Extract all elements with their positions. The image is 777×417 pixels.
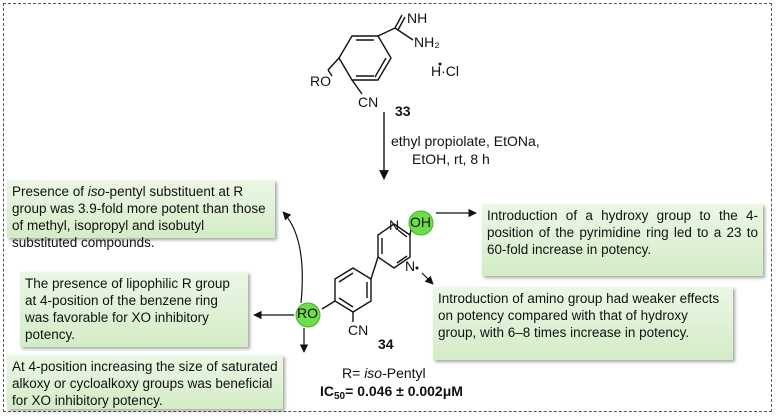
salt-label: H·Cl bbox=[431, 63, 459, 79]
note-isopentyl-potency: Presence of iso-pentyl substituent at R … bbox=[7, 180, 275, 250]
compound-34-number: 34 bbox=[378, 336, 394, 352]
ic50-label: IC50= 0.046 ± 0.002μM bbox=[320, 383, 463, 402]
amidine-nh-label: NH bbox=[407, 10, 428, 26]
note-alkoxy-size: At 4-position increasing the size of sat… bbox=[7, 355, 283, 409]
hydroxy-highlight-circle bbox=[408, 210, 434, 236]
arrow-to-isopentyl-note bbox=[282, 211, 303, 304]
compound-33-hcl-dot bbox=[438, 62, 442, 66]
hydroxy-oh-label: OH bbox=[410, 214, 431, 230]
compound-33-cn-label: CN bbox=[358, 94, 379, 110]
reaction-conditions-line1: ethyl propiolate, EtONa, bbox=[391, 133, 540, 149]
compound-34-pyrimidine-ring bbox=[377, 223, 413, 269]
pyrimidine-n-top-label: N bbox=[389, 217, 400, 233]
pyrimidine-n-bottom-label: N bbox=[405, 258, 416, 274]
amidine-nh2-label: NH₂ bbox=[414, 34, 440, 50]
dashed-frame bbox=[3, 3, 772, 412]
compound-33-structure bbox=[327, 14, 414, 95]
note-amino-group: Introduction of amino group had weaker e… bbox=[433, 287, 733, 360]
arrow-to-amino-note bbox=[421, 272, 434, 285]
compound-34-ro-label: RO bbox=[297, 305, 318, 321]
r-group-label: R= iso-Pentyl bbox=[342, 365, 426, 381]
compound-34-benzene-ring bbox=[321, 256, 379, 322]
note-lipophilic-r-group: The presence of lipophilic R group at 4-… bbox=[20, 272, 248, 347]
compound-33-ro-label: RO bbox=[310, 73, 331, 89]
ro-highlight-circle bbox=[295, 302, 321, 328]
compound-33-number: 33 bbox=[395, 103, 411, 119]
reaction-conditions-line2: EtOH, rt, 8 h bbox=[412, 151, 490, 167]
note-hydroxy-introduction: Introduction of a hydroxy group to the 4… bbox=[482, 204, 763, 276]
compound-34-cn-label: CN bbox=[348, 322, 369, 338]
